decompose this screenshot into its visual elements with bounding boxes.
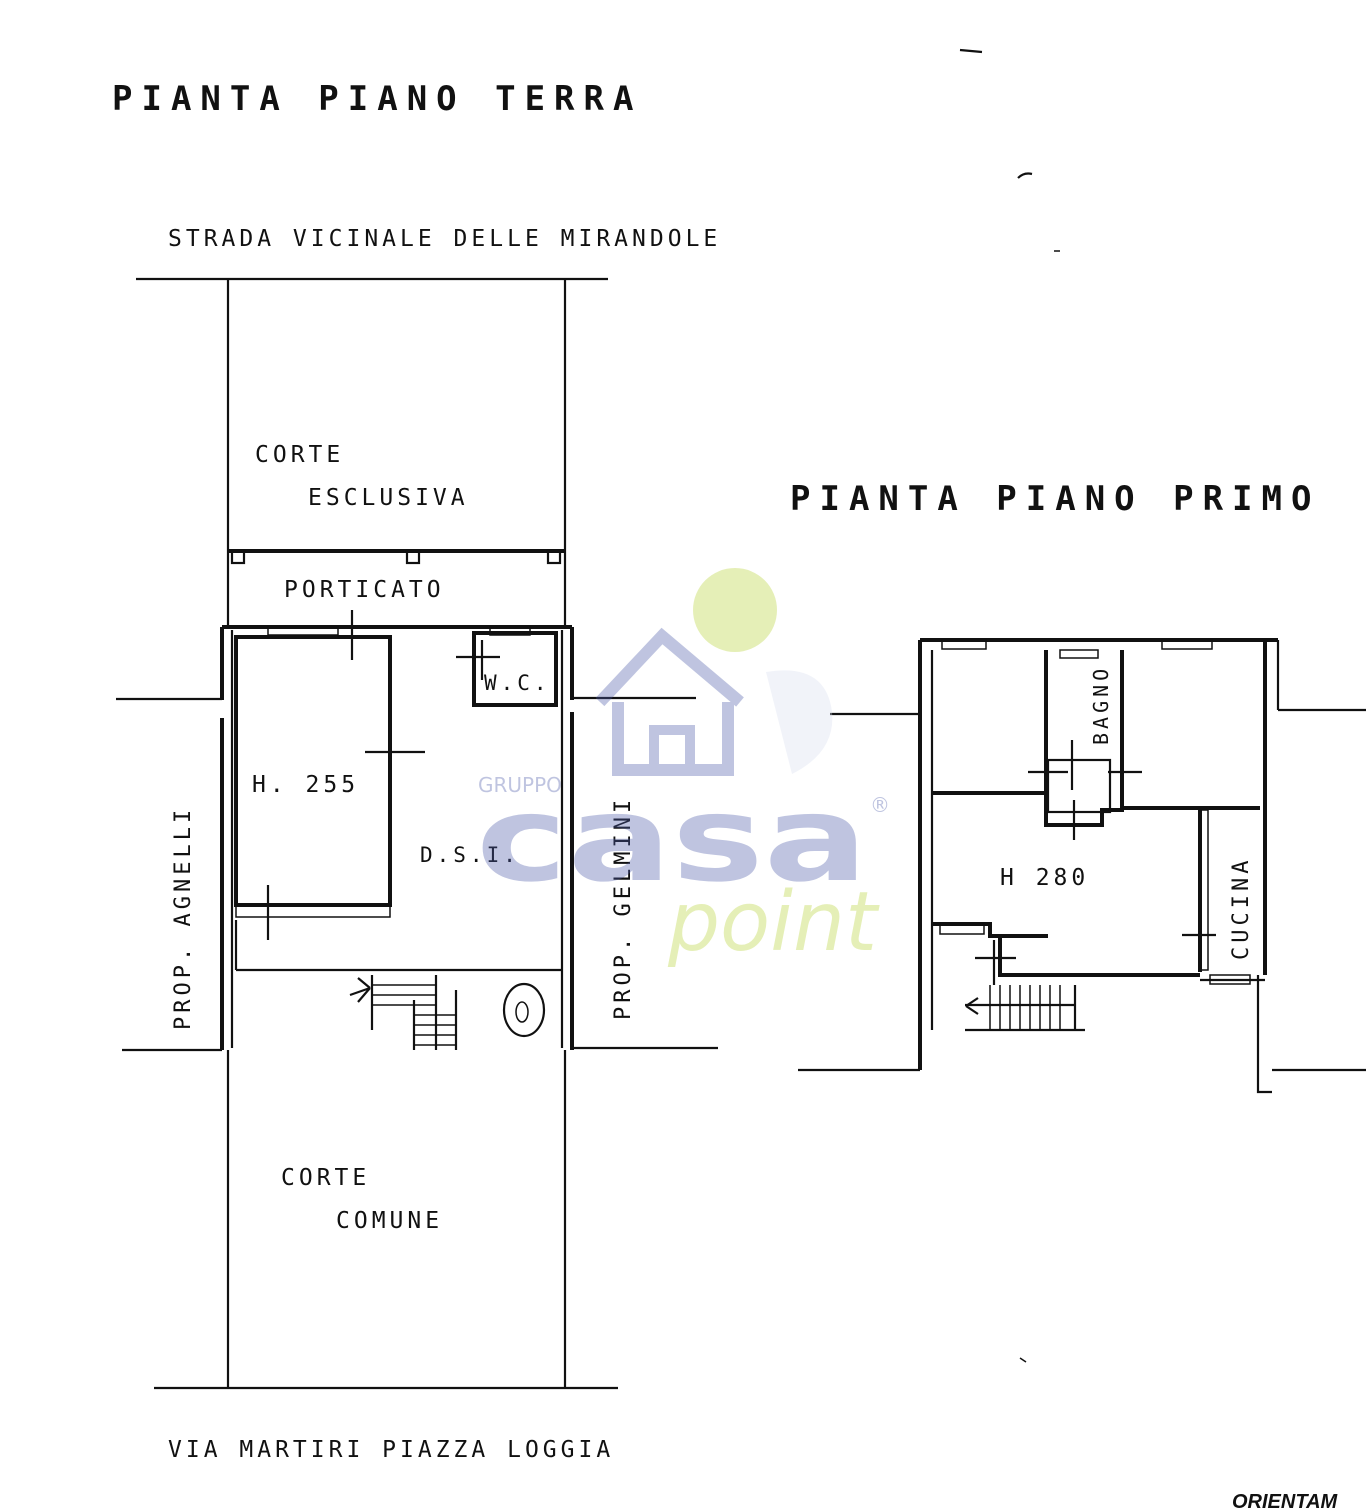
first-stairs [965,985,1085,1032]
wc-label: W.C. [484,671,551,695]
ground-floor-plan: STRADA VICINALE DELLE MIRANDOLE CORTE ES… [116,226,721,1463]
neighbor-left-label: PROP. AGNELLI [171,806,196,1030]
casa-point-watermark-logo: GRUPPO casa ® point [476,568,890,970]
ground-floor-title: PIANTA PIANO TERRA [112,79,642,119]
watermark-group-text: GRUPPO [478,773,562,797]
court-exclusive-label-2: ESCLUSIVA [308,485,469,511]
orientation-label: ORIENTAM [1232,1491,1339,1510]
road-top-label: STRADA VICINALE DELLE MIRANDOLE [168,226,721,252]
watermark-reg-mark: ® [870,793,890,817]
watermark-sub-text: point [667,875,880,970]
storage-label: D.S.I. [420,843,520,867]
court-common-label-1: CORTE [281,1165,370,1191]
scan-specks [959,48,1060,1363]
ground-height-label: H. 255 [252,772,359,798]
road-bottom-label: VIA MARTIRI PIAZZA LOGGIA [168,1437,614,1463]
bath-label: BAGNO [1089,665,1113,745]
first-height-label: H 280 [1000,865,1089,891]
court-exclusive-label-1: CORTE [255,442,344,468]
court-common-label-2: COMUNE [336,1208,443,1234]
ground-stairs [349,975,458,1050]
first-floor-title: PIANTA PIANO PRIMO [790,479,1320,519]
watermark-brand-text: casa [476,770,868,908]
portico-label: PORTICATO [284,577,445,603]
kitchen-label: CUCINA [1229,857,1254,960]
first-floor-plan: BAGNO CUCINA H 280 [798,638,1366,1094]
neighbor-right-label: PROP. GELMINI [611,796,636,1020]
